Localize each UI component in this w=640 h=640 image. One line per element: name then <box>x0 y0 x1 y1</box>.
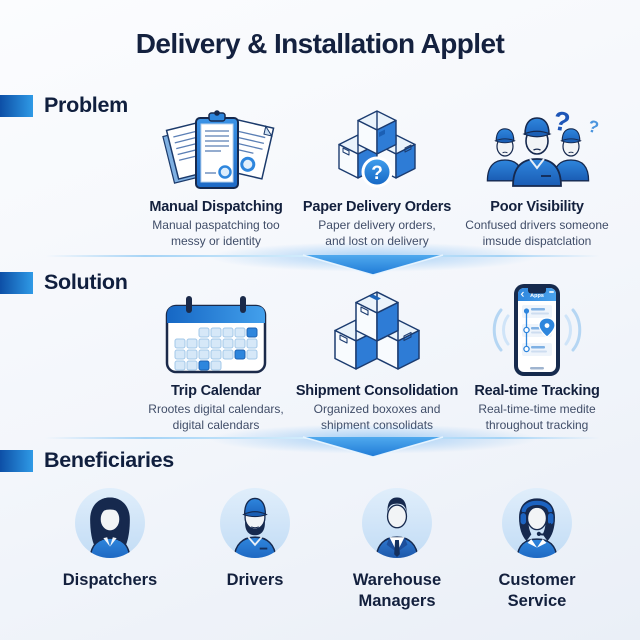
down-arrow-icon <box>302 436 444 458</box>
beneficiary-label: Warehouse Managers <box>352 571 442 610</box>
section-label-beneficiaries: Beneficiaries <box>44 448 174 472</box>
item-title: Poor Visibility <box>490 199 584 215</box>
item-title: Trip Calendar <box>170 383 262 399</box>
svg-text:?: ? <box>551 106 572 138</box>
section-header-solution: Solution <box>0 270 128 295</box>
solution-item-shipment-consolidation: Shipment Consolidation Organized boxoxes… <box>284 280 470 433</box>
beneficiary-dispatchers: Dispatchers <box>50 488 170 591</box>
boxes-question-icon: ? <box>284 106 470 194</box>
section-header-beneficiaries: Beneficiaries <box>0 448 174 473</box>
documents-clipboard-icon <box>123 106 309 194</box>
problem-item-manual-dispatching: Manual Dispatching Manual paspatching to… <box>123 106 309 249</box>
section-header-problem: Problem <box>0 93 128 118</box>
driver-avatar <box>220 488 290 558</box>
item-title: Shipment Consolidation <box>295 383 459 399</box>
calendar-icon <box>123 280 309 378</box>
item-subtitle: Real-time-time medite throughout trackin… <box>478 402 596 432</box>
solution-item-realtime-tracking: Apps <box>444 280 630 433</box>
page-title: Delivery & Installation Applet <box>135 28 505 59</box>
item-title: Manual Dispatching <box>149 199 283 215</box>
svg-text:?: ? <box>586 116 601 137</box>
beneficiary-label: Dispatchers <box>62 571 158 589</box>
phone-tracking-icon: Apps <box>444 280 630 378</box>
beneficiary-label: Drivers <box>226 571 284 589</box>
customer-service-avatar <box>502 488 572 558</box>
item-title: Real-time Tracking <box>474 383 600 399</box>
section-divider <box>0 424 640 464</box>
dispatcher-avatar <box>75 488 145 558</box>
beneficiary-warehouse-managers: Warehouse Managers <box>337 488 457 612</box>
section-divider <box>0 242 640 282</box>
solution-item-trip-calendar: Trip Calendar Rrootes digital calendars,… <box>123 280 309 433</box>
section-accent-bar <box>0 449 33 472</box>
section-label-problem: Problem <box>44 93 128 117</box>
item-subtitle: Confused drivers someone imsude dispatcl… <box>465 218 609 248</box>
item-subtitle: Rrootes digital calendars, digital calen… <box>148 402 284 432</box>
down-arrow-icon <box>302 254 444 276</box>
item-subtitle: Manual paspatching too messy or identity <box>152 218 280 248</box>
beneficiary-drivers: Drivers <box>195 488 315 591</box>
section-label-solution: Solution <box>44 270 128 294</box>
warehouse-manager-avatar <box>362 488 432 558</box>
beneficiary-customer-service: Customer Service <box>477 488 597 612</box>
beneficiary-label: Customer Service <box>498 571 576 610</box>
item-subtitle: Paper delivery orders, and lost on deliv… <box>318 218 436 248</box>
confused-drivers-icon: ? ? <box>444 106 630 194</box>
section-accent-bar <box>0 271 33 294</box>
section-accent-bar <box>0 94 33 117</box>
svg-text:Apps: Apps <box>530 293 544 299</box>
svg-text:?: ? <box>371 163 383 184</box>
item-title: Paper Delivery Orders <box>302 199 452 215</box>
item-subtitle: Organized boxoxes and shipment consolida… <box>313 402 441 432</box>
problem-item-paper-orders: ? Paper Delivery Orders Paper delivery o… <box>284 106 470 249</box>
stacked-boxes-icon <box>284 280 470 378</box>
problem-item-poor-visibility: ? ? Poor Visibility Confused drivers som… <box>444 106 630 249</box>
